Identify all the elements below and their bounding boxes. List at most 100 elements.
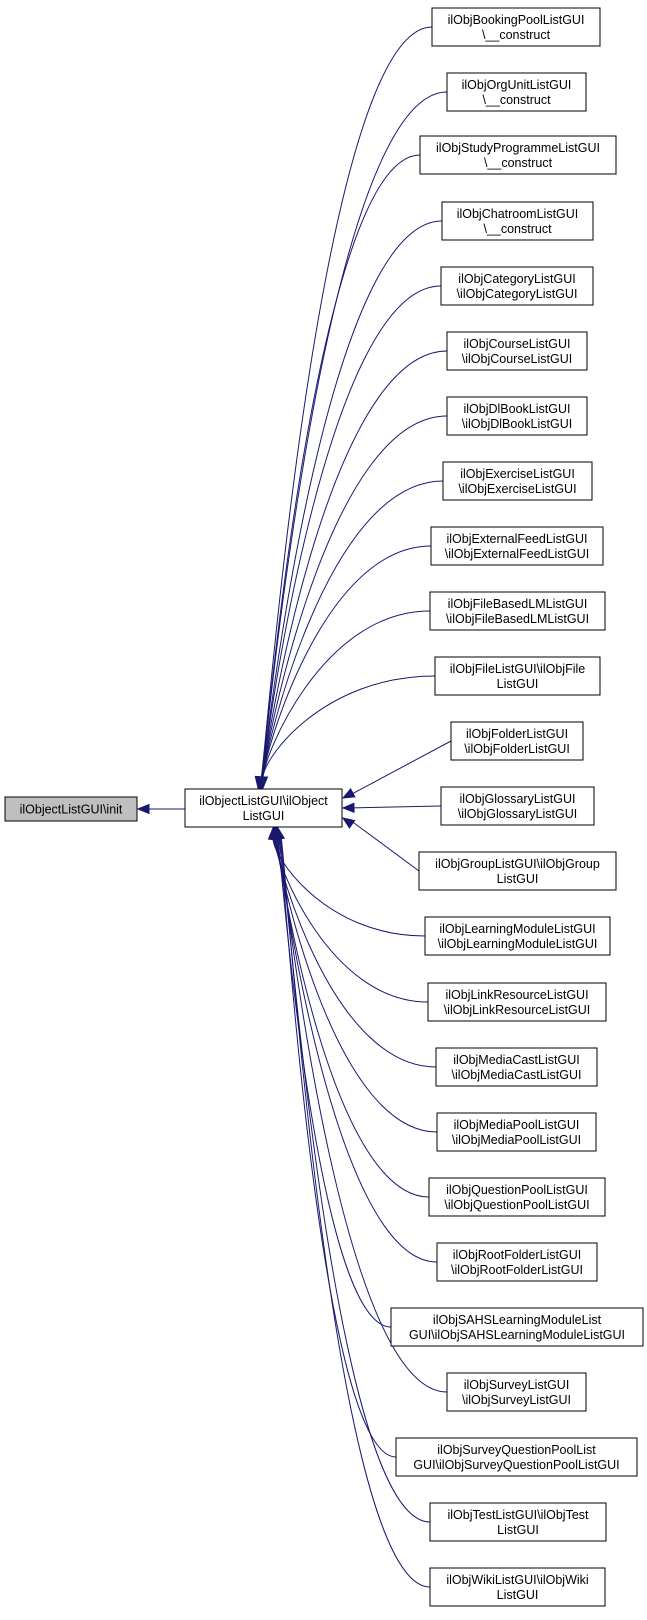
root-node[interactable]: ilObjectListGUI\init xyxy=(4,796,138,822)
caller-node-label-line: ilObjDlBookListGUI xyxy=(464,402,571,416)
caller-node-box xyxy=(446,1372,587,1412)
root-node-label-line: ilObjectListGUI\init xyxy=(20,803,123,817)
caller-node[interactable]: ilObjRootFolderListGUI\ilObjRootFolderLi… xyxy=(436,1242,598,1282)
edge-arrowhead xyxy=(341,817,356,829)
call-edge xyxy=(277,837,392,1328)
caller-node-label-line: ilObjSurveyListGUI xyxy=(464,1378,570,1392)
caller-node[interactable]: ilObjMediaCastListGUI\ilObjMediaCastList… xyxy=(435,1047,598,1087)
caller-node[interactable]: ilObjSurveyQuestionPoolListGUI\ilObjSurv… xyxy=(395,1437,638,1477)
caller-node-label-line: \ilObjExternalFeedListGUI xyxy=(445,547,590,561)
caller-node[interactable]: ilObjSAHSLearningModuleListGUI\ilObjSAHS… xyxy=(390,1307,644,1347)
caller-node-box xyxy=(428,1177,606,1217)
caller-node-label-line: \ilObjCategoryListGUI xyxy=(457,287,578,301)
caller-node-label-line: ilObjGroupListGUI\ilObjGroup xyxy=(435,857,600,871)
edge-arrowhead xyxy=(274,826,285,841)
caller-node-label-line: ilObjStudyProgrammeListGUI xyxy=(436,141,600,155)
caller-node[interactable]: ilObjFileBasedLMListGUI\ilObjFileBasedLM… xyxy=(429,591,606,631)
root-node-box xyxy=(4,796,138,822)
call-edge xyxy=(261,350,448,779)
caller-node[interactable]: ilObjDlBookListGUI\ilObjDlBookListGUI xyxy=(446,396,588,436)
call-edge xyxy=(262,545,432,779)
caller-node-label-line: ListGUI xyxy=(497,872,539,886)
caller-node-label-line: ilObjRootFolderListGUI xyxy=(453,1248,582,1262)
caller-node[interactable]: ilObjWikiListGUI\ilObjWikiListGUI xyxy=(429,1567,606,1607)
caller-node[interactable]: ilObjLinkResourceListGUI\ilObjLinkResour… xyxy=(427,982,607,1022)
caller-node-box xyxy=(436,1242,598,1282)
caller-node[interactable]: ilObjChatroomListGUI\__construct xyxy=(441,201,594,241)
caller-node-label-line: ilObjGlossaryListGUI xyxy=(460,792,576,806)
hub-node[interactable]: ilObjectListGUI\ilObjectListGUI xyxy=(184,788,343,828)
edge-arrowhead xyxy=(341,787,356,799)
caller-node-label-line: ilObjExerciseListGUI xyxy=(460,467,575,481)
caller-node[interactable]: ilObjTestListGUI\ilObjTestListGUI xyxy=(429,1502,607,1542)
caller-node[interactable]: ilObjGlossaryListGUI\ilObjGlossaryListGU… xyxy=(440,786,595,826)
caller-node[interactable]: ilObjQuestionPoolListGUI\ilObjQuestionPo… xyxy=(428,1177,606,1217)
caller-node-label-line: \ilObjRootFolderListGUI xyxy=(451,1263,583,1277)
caller-node-label-line: ilObjFileBasedLMListGUI xyxy=(448,597,588,611)
call-edge xyxy=(280,837,431,1588)
caller-node[interactable]: ilObjFileListGUI\ilObjFileListGUI xyxy=(434,656,601,696)
caller-node-box xyxy=(427,982,607,1022)
caller-node-label-line: \ilObjDlBookListGUI xyxy=(462,417,572,431)
caller-node-label-line: ilObjTestListGUI\ilObjTest xyxy=(447,1508,589,1522)
call-edge xyxy=(261,415,448,779)
caller-node[interactable]: ilObjCourseListGUI\ilObjCourseListGUI xyxy=(446,331,588,371)
caller-node-label-line: \ilObjQuestionPoolListGUI xyxy=(444,1198,589,1212)
caller-node-label-line: \ilObjMediaCastListGUI xyxy=(452,1068,582,1082)
edge-arrowhead xyxy=(136,803,150,815)
caller-node-label-line: ilObjFileListGUI\ilObjFile xyxy=(450,662,585,676)
caller-node-label-line: \ilObjLearningModuleListGUI xyxy=(438,937,598,951)
caller-node[interactable]: ilObjExerciseListGUI\ilObjExerciseListGU… xyxy=(442,461,593,501)
caller-node-label-line: \__construct xyxy=(483,222,552,236)
edge-arrowhead xyxy=(257,776,269,790)
caller-node-box xyxy=(440,266,594,306)
caller-node-box xyxy=(390,1307,644,1347)
caller-node-label-line: GUI\ilObjSAHSLearningModuleListGUI xyxy=(409,1328,625,1342)
caller-node[interactable]: ilObjLearningModuleListGUI\ilObjLearning… xyxy=(424,916,611,956)
caller-node[interactable]: ilObjCategoryListGUI\ilObjCategoryListGU… xyxy=(440,266,594,306)
caller-node-label-line: ilObjCourseListGUI xyxy=(464,337,571,351)
caller-node-box xyxy=(431,7,601,47)
caller-node-label-line: \ilObjLinkResourceListGUI xyxy=(444,1003,591,1017)
caller-node[interactable]: ilObjBookingPoolListGUI\__construct xyxy=(431,7,601,47)
caller-node[interactable]: ilObjStudyProgrammeListGUI\__construct xyxy=(419,135,617,175)
caller-node-box xyxy=(429,1567,606,1607)
caller-node-label-line: ilObjQuestionPoolListGUI xyxy=(446,1183,588,1197)
call-edge xyxy=(279,837,397,1458)
caller-node-box xyxy=(419,135,617,175)
caller-node[interactable]: ilObjFolderListGUI\ilObjFolderListGUI xyxy=(450,721,584,761)
call-edge xyxy=(275,837,430,1198)
caller-node-box xyxy=(418,851,617,891)
caller-node-label-line: ilObjExternalFeedListGUI xyxy=(446,532,587,546)
hub-node-label-line: ilObjectListGUI\ilObject xyxy=(199,794,328,808)
caller-node[interactable]: ilObjGroupListGUI\ilObjGroupListGUI xyxy=(418,851,617,891)
caller-node-box xyxy=(395,1437,638,1477)
caller-node-box xyxy=(435,1047,598,1087)
caller-node-label-line: \ilObjGlossaryListGUI xyxy=(458,807,577,821)
caller-node-box xyxy=(450,721,584,761)
caller-node-box xyxy=(442,461,593,501)
call-edge xyxy=(261,480,444,779)
caller-node-label-line: \ilObjFolderListGUI xyxy=(464,742,570,756)
caller-node-label-line: ilObjSurveyQuestionPoolList xyxy=(437,1443,596,1457)
caller-node-box xyxy=(434,656,601,696)
nodes-layer: ilObjectListGUI\init ilObjectListGUI\ilOb… xyxy=(4,7,644,1607)
caller-node-box xyxy=(446,396,588,436)
caller-node-label-line: ilObjOrgUnitListGUI xyxy=(462,78,572,92)
call-edge xyxy=(274,837,438,1133)
call-edge xyxy=(261,285,442,779)
caller-node[interactable]: ilObjExternalFeedListGUI\ilObjExternalFe… xyxy=(430,526,604,566)
caller-node[interactable]: ilObjOrgUnitListGUI\__construct xyxy=(446,72,587,112)
caller-node-label-line: ilObjMediaPoolListGUI xyxy=(454,1118,580,1132)
call-edge xyxy=(272,837,426,937)
caller-node-label-line: \ilObjExerciseListGUI xyxy=(458,482,576,496)
caller-node[interactable]: ilObjMediaPoolListGUI\ilObjMediaPoolList… xyxy=(436,1112,597,1152)
caller-node-box xyxy=(429,591,606,631)
caller-node-label-line: ListGUI xyxy=(497,677,539,691)
caller-node-label-line: ilObjLearningModuleListGUI xyxy=(439,922,595,936)
caller-node[interactable]: ilObjSurveyListGUI\ilObjSurveyListGUI xyxy=(446,1372,587,1412)
caller-node-label-line: ilObjChatroomListGUI xyxy=(457,207,579,221)
caller-node-box xyxy=(436,1112,597,1152)
caller-node-label-line: GUI\ilObjSurveyQuestionPoolListGUI xyxy=(413,1458,619,1472)
